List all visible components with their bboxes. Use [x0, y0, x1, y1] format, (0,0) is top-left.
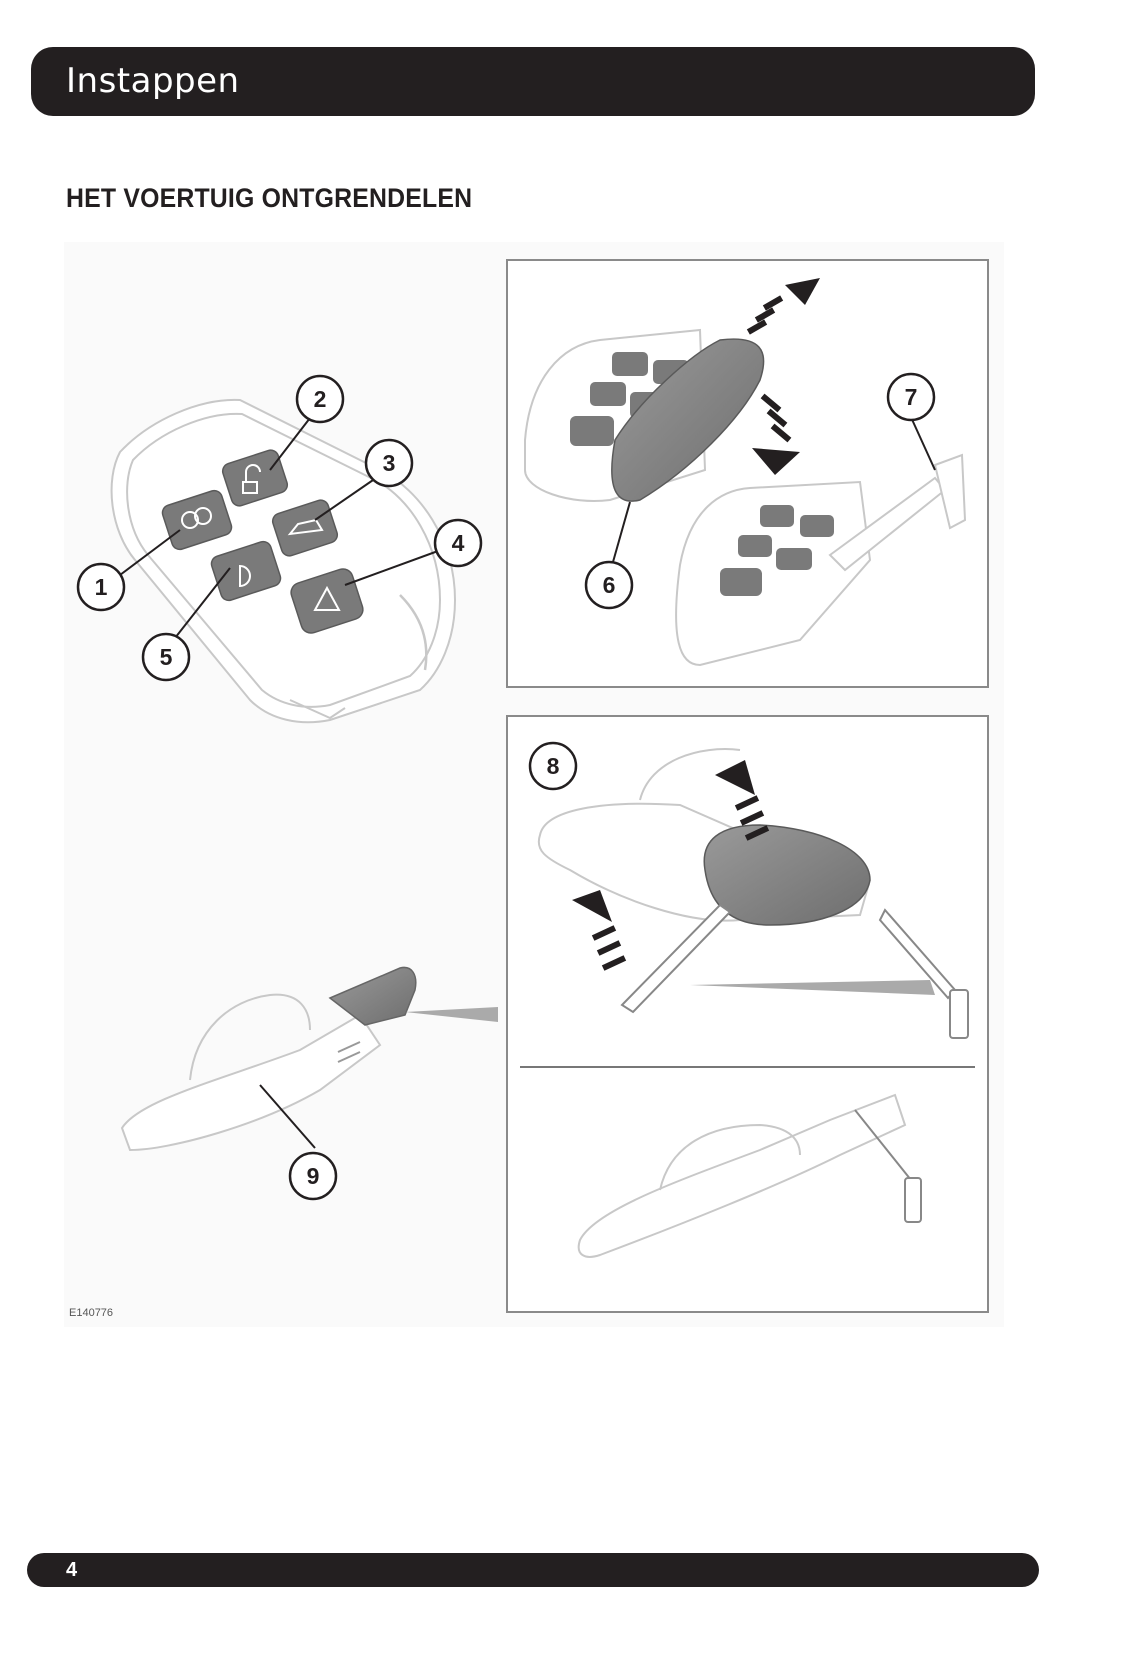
hazard-button-shape: [290, 568, 364, 634]
callout-2: 2: [295, 374, 345, 424]
callout-leaders: [119, 414, 936, 1149]
svg-text:2: 2: [314, 386, 327, 412]
tailgate-button-shape: [271, 499, 339, 557]
footer-bar: 4: [27, 1553, 1039, 1587]
svg-text:3: 3: [383, 450, 396, 476]
emergency-key-blade: [828, 453, 967, 572]
callout-1: 1: [76, 562, 126, 612]
callout-8: 8: [528, 741, 578, 791]
svg-text:8: 8: [547, 753, 560, 779]
lift-arrow-lower: [572, 890, 627, 971]
key-blade-in-cover: [620, 903, 969, 1039]
pointer-wedge-right: [690, 980, 935, 995]
lift-arrow-upper: [715, 760, 770, 841]
header-title: Instappen: [66, 61, 240, 101]
door-handle-left: [120, 993, 382, 1152]
callout-6: 6: [584, 560, 634, 610]
section-heading: HET VOERTUIG ONTGRENDELEN: [66, 183, 473, 213]
svg-text:6: 6: [603, 572, 616, 598]
handle-cap-grey: [328, 966, 417, 1026]
svg-text:5: 5: [160, 644, 173, 670]
headlight-button-shape: [210, 540, 282, 602]
fob-open-buttons: [570, 352, 834, 596]
callout-3: 3: [364, 438, 414, 488]
handle-cover-grey: [703, 824, 871, 926]
callout-7: 7: [886, 372, 936, 422]
svg-text:7: 7: [905, 384, 918, 410]
handle-slots: [337, 1041, 361, 1063]
callout-5: 5: [141, 632, 191, 682]
svg-text:4: 4: [452, 530, 465, 556]
figure-id: E140776: [69, 1307, 113, 1319]
door-handle-key-inserted: [577, 1093, 922, 1258]
page-number: 4: [66, 1559, 78, 1581]
svg-text:9: 9: [307, 1163, 320, 1189]
callout-4: 4: [433, 518, 483, 568]
header-bar: Instappen: [31, 47, 1035, 116]
slide-arrow-up: [746, 278, 820, 335]
unlock-button-shape: [221, 449, 289, 507]
door-handle-top-detail: [537, 748, 871, 922]
pull-arrow-down: [752, 393, 800, 475]
pointer-wedge-left: [405, 1007, 498, 1022]
callout-9: 9: [288, 1151, 338, 1201]
svg-text:1: 1: [95, 574, 108, 600]
fob-cover-grey: [611, 338, 765, 502]
key-fob-drawing: [110, 398, 457, 724]
